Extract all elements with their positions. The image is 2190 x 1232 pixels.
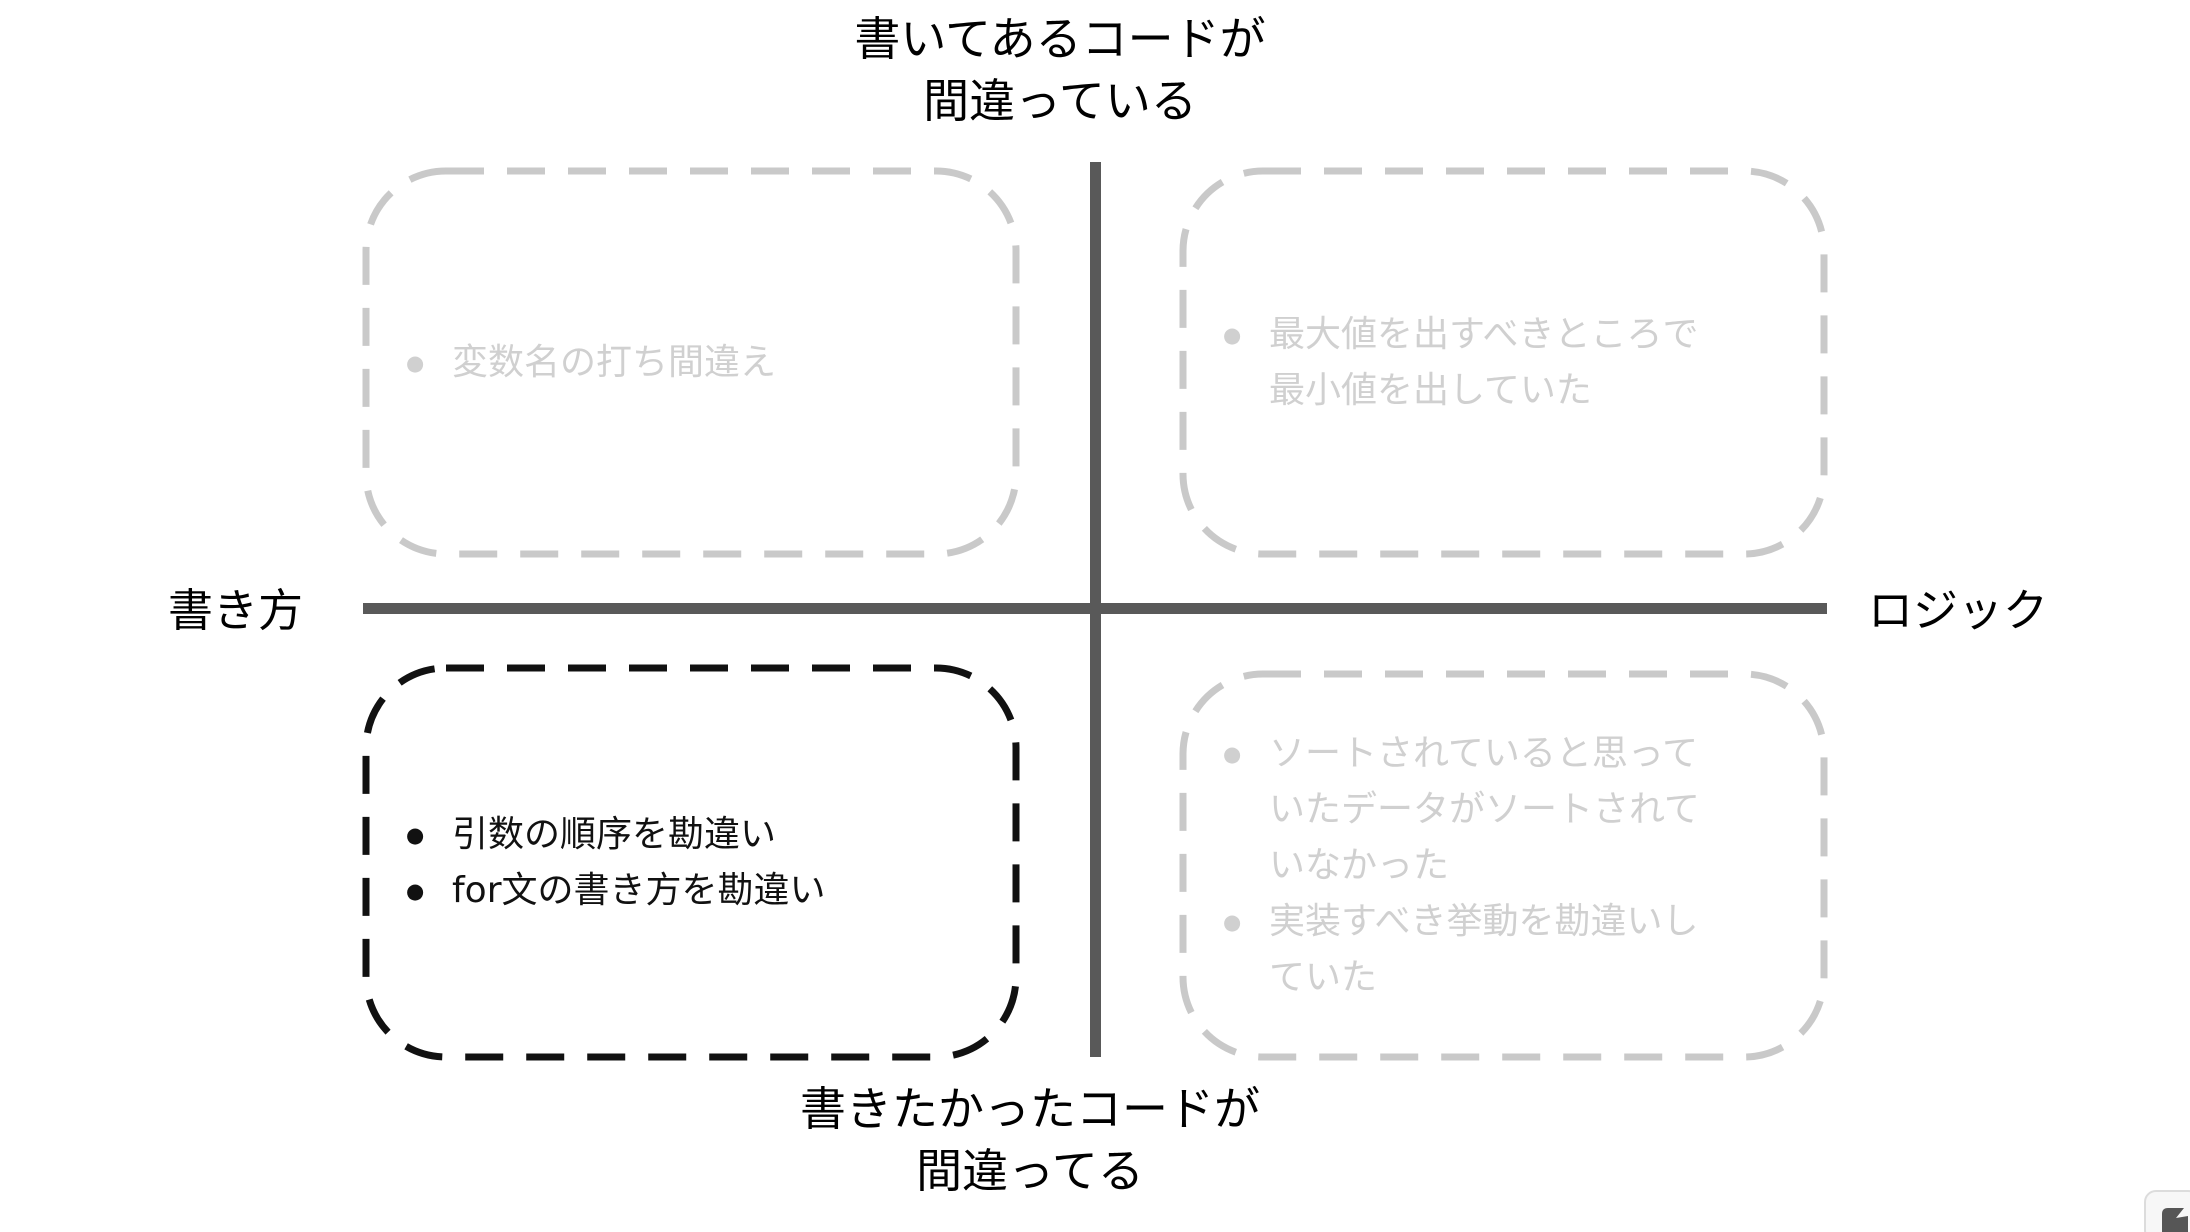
list-item-text: 最大値を出すべきところで最小値を出していた — [1269, 313, 1699, 411]
quadrant-bottom-right-list: ● ソートされていると思っていたデータがソートされていなかった ● 実装すべき挙… — [1223, 726, 1794, 1006]
bullet-icon: ● — [1223, 741, 1242, 766]
bullet-icon: ● — [406, 878, 425, 903]
corner-button[interactable] — [2144, 1190, 2190, 1232]
list-item-text: 引数の順序を勘違い — [452, 813, 777, 855]
bullet-icon: ● — [406, 350, 425, 375]
quadrant-bottom-left-content: ● 引数の順序を勘違い ● for文の書き方を勘違い — [366, 668, 1016, 1057]
left-axis-label: 書き方 — [168, 584, 304, 637]
quadrant-top-right-content: ● 最大値を出すべきところで最小値を出していた — [1183, 171, 1824, 554]
bullet-icon: ● — [406, 822, 425, 847]
quadrant-top-left-list: ● 変数名の打ち間違え — [406, 335, 986, 391]
list-item-text: 変数名の打ち間違え — [452, 341, 777, 383]
list-item: ● 実装すべき挙動を勘違いしていた — [1223, 894, 1794, 1006]
list-item: ● 変数名の打ち間違え — [406, 335, 986, 391]
bottom-axis-title-line2: 間違ってる — [916, 1144, 1144, 1198]
list-item-text: 実装すべき挙動を勘違いしていた — [1269, 900, 1699, 998]
list-item-text: for文の書き方を勘違い — [452, 869, 826, 911]
right-axis-label: ロジック — [1868, 584, 2049, 637]
top-axis-title-line1: 書いてあるコードが — [854, 12, 1266, 66]
quadrant-box-top-right — [1179, 167, 1828, 558]
bottom-axis-title: 書きたかったコードが 間違ってる — [800, 1078, 1260, 1202]
bullet-icon: ● — [1223, 909, 1242, 934]
list-item: ● ソートされていると思っていたデータがソートされていなかった — [1223, 726, 1794, 894]
quadrant-top-right-list: ● 最大値を出すべきところで最小値を出していた — [1223, 307, 1794, 419]
bottom-axis-title-line1: 書きたかったコードが — [800, 1082, 1260, 1136]
bullet-icon: ● — [1223, 322, 1242, 347]
list-item: ● for文の書き方を勘違い — [406, 863, 986, 919]
horizontal-axis-line — [363, 603, 1827, 614]
quadrant-box-top-left — [362, 167, 1020, 558]
quadrant-box-bottom-left — [362, 664, 1020, 1061]
quadrant-top-left-content: ● 変数名の打ち間違え — [366, 171, 1016, 554]
quadrant-box-bottom-right — [1179, 670, 1828, 1061]
top-axis-title: 書いてあるコードが 間違っている — [854, 8, 1265, 132]
quadrant-bottom-right-content: ● ソートされていると思っていたデータがソートされていなかった ● 実装すべき挙… — [1183, 674, 1824, 1057]
list-item-text: ソートされていると思っていたデータがソートされていなかった — [1269, 732, 1700, 886]
list-item: ● 最大値を出すべきところで最小値を出していた — [1223, 307, 1794, 419]
top-axis-title-line2: 間違っている — [923, 74, 1197, 128]
list-item: ● 引数の順序を勘違い — [406, 807, 986, 863]
quadrant-bottom-left-list: ● 引数の順序を勘違い ● for文の書き方を勘違い — [406, 807, 986, 919]
